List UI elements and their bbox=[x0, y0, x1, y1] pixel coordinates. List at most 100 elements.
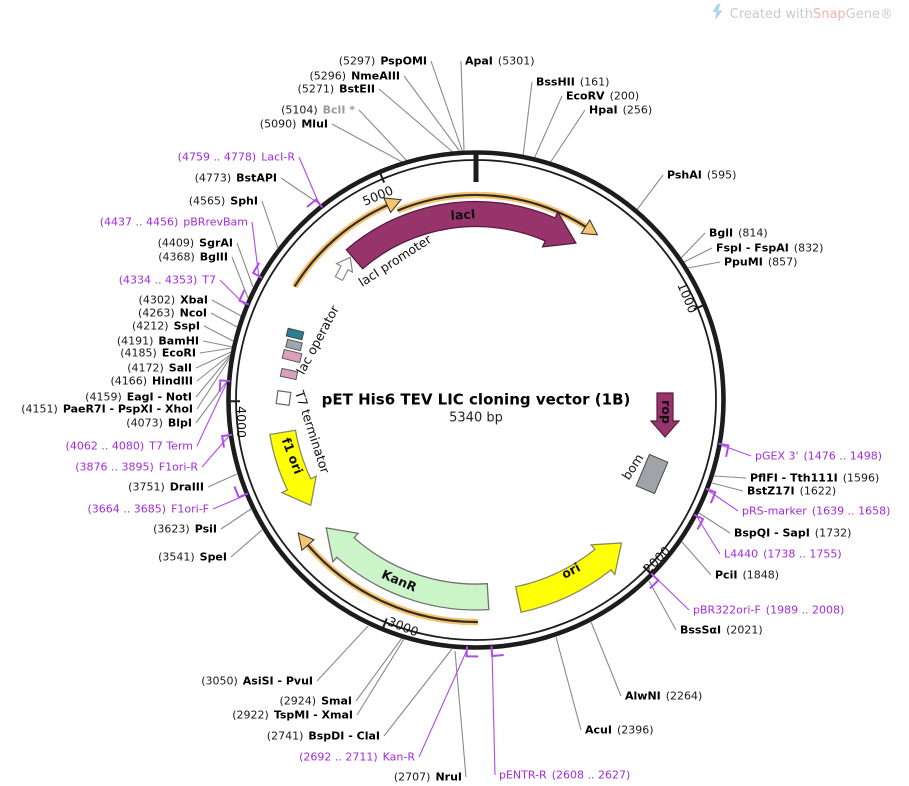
site-name: pBR322ori-F bbox=[693, 603, 761, 617]
feature-ori-arrow[interactable] bbox=[514, 542, 623, 614]
site-label-f1ori-r[interactable]: (3876 .. 3895)F1ori-R bbox=[75, 461, 198, 474]
site-label-nmeaiii[interactable]: (5296)NmeAIII bbox=[310, 70, 401, 83]
site-label-kan-r[interactable]: (2692 .. 2711)Kan-R bbox=[299, 751, 415, 764]
site-name: BssSαI bbox=[680, 623, 722, 637]
site-label-laci-r[interactable]: (4759 .. 4778)LacI-R bbox=[178, 151, 295, 164]
site-label-apai[interactable]: ApaI(5301) bbox=[465, 55, 534, 68]
feature-t7-terminator-box[interactable] bbox=[275, 389, 292, 407]
site-label-draiii[interactable]: (3751)DraIII bbox=[128, 481, 204, 494]
site-label-sgrai[interactable]: (4409)SgrAI bbox=[158, 237, 233, 250]
site-label-bstz17i[interactable]: BstZ17I(1622) bbox=[747, 485, 836, 498]
site-label-pcii[interactable]: PciI(1848) bbox=[715, 569, 779, 582]
site-label-sspi[interactable]: (4212)SspI bbox=[132, 320, 200, 333]
site-label-paer7i-pspxi-xhoi[interactable]: (4151)PaeR7I - PspXI - XhoI bbox=[21, 403, 193, 416]
operator-box-gray[interactable] bbox=[285, 338, 303, 352]
site-label-alwni[interactable]: AlwNI(2264) bbox=[625, 690, 702, 703]
site-position: (4073) bbox=[126, 416, 163, 430]
leader-line bbox=[356, 638, 405, 716]
site-label-tspmi-xmai[interactable]: (2922)TspMI - XmaI bbox=[232, 709, 353, 722]
leader-line bbox=[687, 261, 721, 269]
site-label-ppumi[interactable]: PpuMI(857) bbox=[724, 256, 797, 269]
site-label-bglii[interactable]: (4368)BglII bbox=[158, 251, 228, 264]
site-label-bamhi[interactable]: (4191)BamHI bbox=[117, 335, 199, 348]
site-label-smai[interactable]: (2924)SmaI bbox=[280, 695, 352, 708]
site-label-pgex-3-[interactable]: pGEX 3'(1476 .. 1498) bbox=[755, 450, 882, 463]
operator-box-pink-1[interactable] bbox=[281, 348, 303, 364]
tick-1000 bbox=[693, 304, 705, 311]
leader-line bbox=[195, 351, 232, 369]
feature-f1-ori-arrow[interactable] bbox=[269, 429, 318, 507]
site-label-sphi[interactable]: (4565)SphI bbox=[189, 195, 258, 208]
site-name: F1ori-F bbox=[171, 502, 209, 516]
leader-line bbox=[454, 650, 467, 778]
lac-operator-boxes[interactable] bbox=[279, 327, 305, 381]
site-position: (4368) bbox=[158, 250, 195, 264]
leader-line bbox=[590, 621, 622, 697]
site-label-hindiii[interactable]: (4166) HindIII bbox=[110, 375, 193, 388]
site-label-l4440[interactable]: L4440(1738 .. 1755) bbox=[724, 548, 842, 561]
site-label-ncoi[interactable]: (4263)NcoI bbox=[138, 307, 207, 320]
site-label-hpai[interactable]: HpaI(256) bbox=[589, 104, 652, 117]
site-label-pshai[interactable]: PshAI(595) bbox=[667, 169, 736, 182]
site-name: BssHII bbox=[536, 75, 575, 89]
feature-bom-box[interactable] bbox=[635, 453, 669, 495]
site-label-xbai[interactable]: (4302)XbaI bbox=[139, 294, 208, 307]
site-position: (857) bbox=[767, 255, 798, 269]
site-label-eagi-noti[interactable]: (4159)EagI - NotI bbox=[85, 391, 192, 404]
site-label-t7-term[interactable]: (4062 .. 4080)T7 Term bbox=[66, 440, 193, 453]
site-label-bsteii[interactable]: (5271)BstEII bbox=[298, 83, 375, 96]
site-name: HindIII bbox=[152, 374, 193, 388]
primer-mark bbox=[465, 646, 479, 658]
site-label-pspomi[interactable]: (5297)PspOMI bbox=[339, 55, 427, 68]
site-label-bstapi[interactable]: (4773)BstAPI bbox=[195, 172, 277, 185]
feature-laci-promoter-arrow[interactable] bbox=[331, 253, 358, 283]
site-position: (2707) bbox=[393, 770, 431, 784]
feature-kanr-arrow[interactable] bbox=[325, 527, 490, 611]
site-label-pbr322ori-f[interactable]: pBR322ori-F(1989 .. 2008) bbox=[693, 604, 844, 617]
site-label-ecorv[interactable]: EcoRV(200) bbox=[566, 90, 639, 103]
site-position: (3876 .. 3895) bbox=[75, 460, 154, 474]
site-position: (3541) bbox=[158, 550, 195, 564]
site-label-bsss-i[interactable]: BssSαI(2021) bbox=[680, 624, 763, 637]
feature-rop-arrow[interactable] bbox=[649, 392, 681, 438]
feature-laci-arrow[interactable] bbox=[345, 200, 577, 270]
site-label-mlui[interactable]: (5090)MluI bbox=[260, 118, 328, 131]
plasmid-backbone-outer-ring[interactable] bbox=[226, 150, 726, 650]
site-label-prs-marker[interactable]: pRS-marker(1639 .. 1658) bbox=[742, 505, 890, 518]
site-label-t7[interactable]: (4334 .. 4353)T7 bbox=[119, 274, 216, 287]
site-label-bspqi-sapi[interactable]: BspQI - SapI(1732) bbox=[734, 527, 851, 540]
site-label-pflfi-tth111i[interactable]: PflFI - Tth111I(1596) bbox=[750, 472, 879, 485]
site-position: (3751) bbox=[128, 480, 165, 494]
leader-line bbox=[196, 381, 228, 447]
site-position: (1622) bbox=[799, 484, 837, 498]
site-name: BspDI - ClaI bbox=[308, 729, 380, 743]
primer-mark bbox=[306, 198, 323, 209]
site-label-acui[interactable]: AcuI(2396) bbox=[585, 724, 654, 737]
site-label-spei[interactable]: (3541) SpeI bbox=[158, 551, 227, 564]
site-label-pbrrevbam[interactable]: (4437 .. 4456)pBRrevBam bbox=[100, 216, 248, 229]
leader-line bbox=[418, 649, 468, 758]
orf-arc bbox=[293, 204, 388, 288]
operator-box-pink-2[interactable] bbox=[279, 367, 299, 381]
plasmid-size: 5340 bp bbox=[449, 410, 503, 426]
site-label-bcli-[interactable]: (5104)BclI * bbox=[281, 104, 355, 117]
site-label-blpi[interactable]: (4073)BlpI bbox=[126, 417, 192, 430]
site-label-nrui[interactable]: (2707)NruI bbox=[394, 771, 462, 784]
site-position: (3623) bbox=[153, 522, 190, 536]
site-position: (4166) bbox=[110, 374, 148, 388]
site-name: SpeI bbox=[199, 550, 227, 564]
site-label-bgli[interactable]: BglI(814) bbox=[709, 227, 768, 240]
site-label-bspdi-clai[interactable]: (2741)BspDI - ClaI bbox=[267, 730, 380, 743]
site-label-bsshii[interactable]: BssHII(161) bbox=[536, 76, 609, 89]
site-label-asisi-pvui[interactable]: (3050)AsiSI - PvuI bbox=[201, 675, 313, 688]
site-label-pentr-r[interactable]: pENTR-R(2608 .. 2627) bbox=[499, 769, 630, 782]
operator-box-teal[interactable] bbox=[285, 327, 305, 341]
site-name: Kan-R bbox=[382, 750, 415, 764]
site-label-psii[interactable]: (3623)PsiI bbox=[153, 523, 217, 536]
site-label-fspi-fspai[interactable]: FspI - FspAI(832) bbox=[716, 242, 823, 255]
site-label-f1ori-f[interactable]: (3664 .. 3685)F1ori-F bbox=[88, 503, 210, 516]
site-label-ecori[interactable]: (4185)EcoRI bbox=[120, 347, 196, 360]
leader-line bbox=[195, 380, 228, 424]
site-label-sali[interactable]: (4172)SalI bbox=[127, 362, 192, 375]
